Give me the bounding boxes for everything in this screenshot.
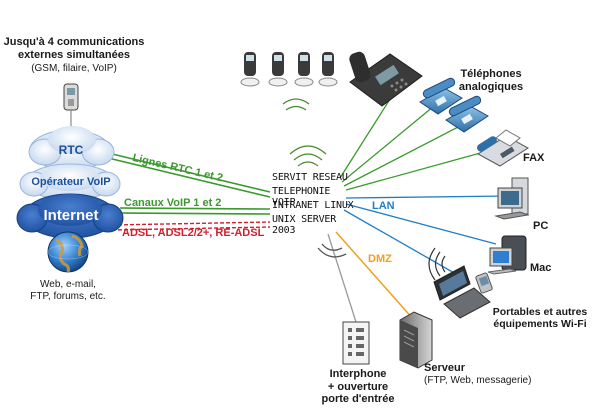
fax-label: FAX bbox=[523, 152, 545, 164]
lan-label: LAN bbox=[372, 200, 395, 212]
external-calls-title: Jusqu'à 4 communications externes simult… bbox=[0, 36, 148, 61]
dmz-label: DMZ bbox=[368, 253, 392, 265]
pda-icon bbox=[475, 272, 493, 294]
analog-phones-label: Téléphones analogiques bbox=[440, 68, 542, 93]
server-line-1: SERVIT RESEAU bbox=[272, 172, 348, 183]
server-device-subtitle: (FTP, Web, messagerie) bbox=[424, 374, 532, 386]
analog-phones-line2: analogiques bbox=[458, 80, 524, 93]
mobile-phone-icon bbox=[63, 83, 79, 126]
mac-icon bbox=[487, 235, 527, 275]
wifi-waves-dect bbox=[282, 98, 310, 111]
rtc-cloud-label: RTC bbox=[58, 143, 84, 157]
internet-cloud bbox=[16, 193, 124, 239]
rtc-cloud bbox=[28, 126, 115, 171]
voip-link-lines bbox=[119, 207, 271, 215]
server-tower-icon bbox=[399, 311, 433, 369]
adsl-link-lines bbox=[111, 221, 271, 231]
wifi-devices-line1: Portables et autres bbox=[492, 306, 588, 318]
rtc-link-lines bbox=[103, 151, 271, 198]
voip-operator-cloud-label: Opérateur VoIP bbox=[31, 176, 111, 188]
adsl-label: ADSL, ADSL2/2+, RE-ADSL bbox=[122, 227, 265, 239]
external-calls-subtitle: (GSM, filaire, VoIP) bbox=[31, 63, 117, 74]
voip-channels-label: Canaux VoIP 1 et 2 bbox=[124, 197, 222, 209]
pc-icon bbox=[494, 177, 530, 220]
pc-label: PC bbox=[533, 220, 549, 232]
laptop-icon bbox=[433, 265, 491, 319]
ip-desk-phone-icon bbox=[349, 51, 423, 107]
intercom-link-line bbox=[327, 233, 357, 323]
internet-services-line1: Web, e-mail, bbox=[40, 279, 96, 290]
intercom-label: Interphone + ouverture porte d'entrée bbox=[312, 368, 404, 406]
wifi-devices-line2: équipements Wi-Fi bbox=[493, 318, 587, 331]
dmz-link-line bbox=[335, 231, 415, 321]
wifi-devices-label: Portables et autres équipements Wi-Fi bbox=[488, 306, 592, 330]
intercom-line3: porte d'entrée bbox=[321, 393, 395, 406]
wifi-waves-server bbox=[289, 145, 347, 258]
mac-label: Mac bbox=[530, 262, 552, 274]
intercom-line1: Interphone bbox=[329, 368, 387, 380]
analog-phones-line1: Téléphones bbox=[460, 68, 522, 80]
intercom-line2: + ouverture bbox=[327, 380, 389, 393]
server-device-title: Serveur bbox=[424, 362, 465, 374]
phone-link-lines bbox=[339, 95, 485, 191]
internet-cloud-label: Internet bbox=[43, 207, 99, 224]
wifi-waves-devices bbox=[428, 247, 446, 281]
external-calls-title-line2: externes simultanées bbox=[18, 48, 130, 61]
server-line-4: UNIX SERVER 2003 bbox=[272, 214, 337, 236]
external-calls-title-line1: Jusqu'à 4 communications bbox=[3, 36, 145, 48]
server-line-2: TELEPHONIE VOIP bbox=[272, 186, 331, 208]
intercom-icon bbox=[342, 321, 370, 365]
internet-services-label: Web, e-mail, FTP, forums, etc. bbox=[18, 279, 118, 302]
lan-link-lines bbox=[343, 195, 509, 283]
internet-services-line2: FTP, forums, etc. bbox=[30, 290, 106, 302]
fax-icon bbox=[477, 129, 529, 167]
server-device-label: Serveur (FTP, Web, messagerie) bbox=[424, 362, 554, 386]
dect-handsets-icon bbox=[240, 52, 338, 87]
server-line-3: INTRANET LINUX bbox=[272, 200, 354, 211]
globe-icon bbox=[47, 231, 89, 273]
analog-phones-icon bbox=[419, 77, 489, 133]
server-hub: SERVIT RESEAU TELEPHONIE VOIP INTRANET L… bbox=[270, 172, 354, 236]
